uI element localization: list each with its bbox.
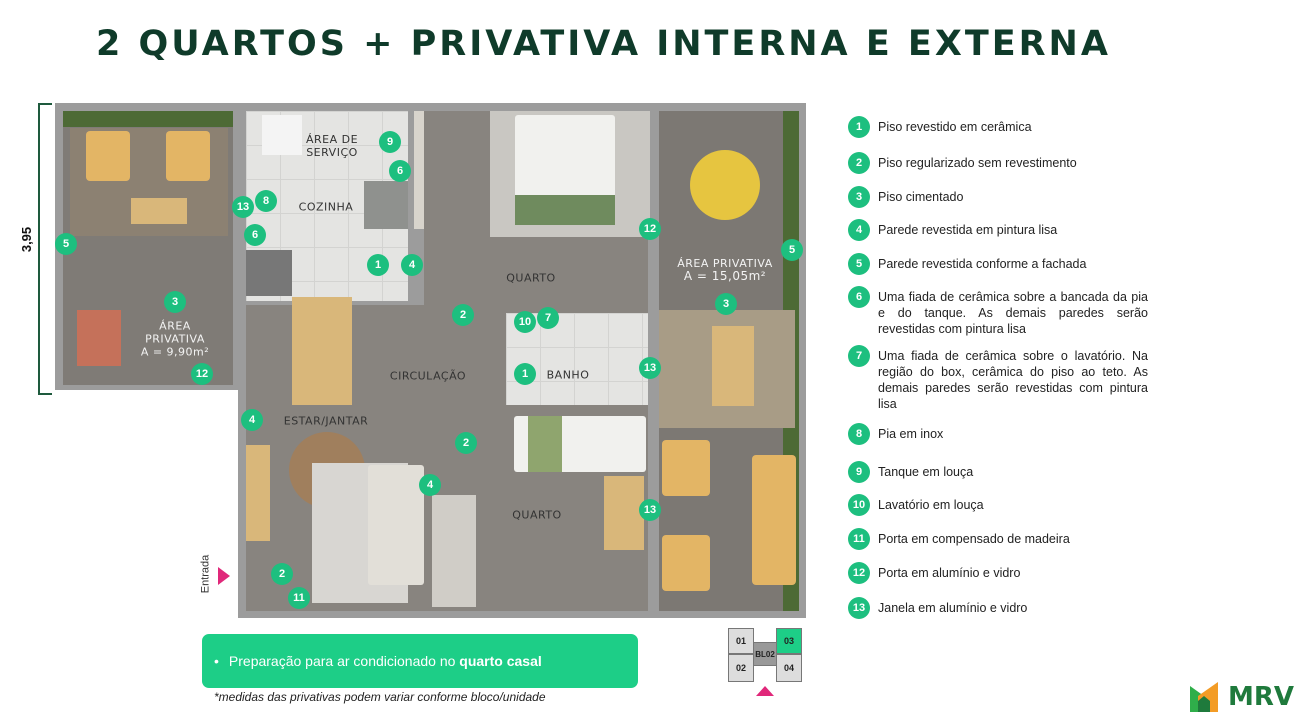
legend-item: 5 Parede revestida conforme a fachada	[848, 253, 1148, 275]
plan-marker-1: 1	[514, 363, 536, 385]
legend-text: Janela em alumínio e vidro	[878, 601, 1028, 615]
room-label-estar-jantar: ESTAR/JANTAR	[283, 414, 369, 428]
legend-number-badge: 2	[848, 152, 870, 174]
legend-number-badge: 8	[848, 423, 870, 445]
legend-text: Piso revestido em cerâmica	[878, 120, 1032, 134]
plan-marker-2: 2	[271, 563, 293, 585]
plan-marker-6: 6	[244, 224, 266, 246]
legend-item: 8 Pia em inox	[848, 423, 1148, 445]
room-label-quarto: QUARTO	[512, 508, 562, 522]
legend-item: 12 Porta em alumínio e vidro	[848, 562, 1148, 584]
room-label-quarto-casal: QUARTO	[506, 271, 556, 285]
bullet: •	[214, 653, 219, 669]
legend-item: 13 Janela em alumínio e vidro	[848, 597, 1148, 619]
room-label-banho: BANHO	[546, 368, 590, 382]
plan-marker-8: 8	[255, 190, 277, 212]
plan-marker-4: 4	[241, 409, 263, 431]
page-title: 2 QUARTOS + PRIVATIVA INTERNA E EXTERNA	[96, 24, 1111, 64]
legend-item: 10 Lavatório em louça	[848, 494, 1148, 516]
legend-text: Parede revestida conforme a fachada	[878, 257, 1087, 271]
plan-marker-6: 6	[389, 160, 411, 182]
legend-number-badge: 4	[848, 219, 870, 241]
legend-number-badge: 5	[848, 253, 870, 275]
plan-marker-3: 3	[164, 291, 186, 313]
plan-marker-9: 9	[379, 131, 401, 153]
dimension-line	[38, 103, 52, 395]
legend-number-badge: 10	[848, 494, 870, 516]
plan-marker-4: 4	[419, 474, 441, 496]
legend-text: Tanque em louça	[878, 465, 974, 479]
note-text: Preparação para ar condicionado no	[228, 653, 460, 669]
unit-01: 01	[728, 628, 754, 654]
legend-number-badge: 12	[848, 562, 870, 584]
plan-marker-13: 13	[639, 499, 661, 521]
room-label-cozinha: COZINHA	[298, 200, 354, 214]
legend-item: 2 Piso regularizado sem revestimento	[848, 152, 1148, 174]
entrance-label: Entrada	[199, 554, 212, 594]
plan-marker-7: 7	[537, 307, 559, 329]
room-label-circulacao: CIRCULAÇÃO	[389, 369, 467, 383]
legend-item: 9 Tanque em louça	[848, 461, 1148, 483]
plan-marker-4: 4	[401, 254, 423, 276]
room-label-area-servico: ÁREA DE SERVIÇO	[305, 133, 359, 159]
plan-marker-13: 13	[232, 196, 254, 218]
legend-number-badge: 1	[848, 116, 870, 138]
footnote: *medidas das privativas podem variar con…	[214, 690, 546, 704]
plan-marker-12: 12	[639, 218, 661, 240]
position-arrow-icon	[756, 686, 774, 696]
unit-04: 04	[776, 654, 802, 682]
legend-text: Uma fiada de cerâmica sobre a bancada da…	[878, 290, 1148, 336]
plan-marker-1: 1	[367, 254, 389, 276]
legend-text: Lavatório em louça	[878, 498, 984, 512]
plan-marker-11: 11	[288, 587, 310, 609]
plan-marker-5: 5	[55, 233, 77, 255]
legend-text: Porta em compensado de madeira	[878, 532, 1070, 546]
legend-text: Parede revestida em pintura lisa	[878, 223, 1058, 237]
mrv-logo: MRV	[1190, 682, 1300, 712]
legend-number-badge: 3	[848, 186, 870, 208]
legend-number-badge: 7	[848, 345, 870, 367]
legend-item: 3 Piso cimentado	[848, 186, 1148, 208]
unit-02: 02	[728, 654, 754, 682]
block-map: 01 02 BL02 03 04	[728, 628, 802, 698]
legend-item: 7 Uma fiada de cerâmica sobre o lavatório…	[848, 345, 1148, 412]
entrance-arrow-icon	[218, 567, 230, 585]
legend-number-badge: 11	[848, 528, 870, 550]
legend-text: Uma fiada de cerâmica sobre o lavatório.…	[878, 349, 1148, 411]
feature-note: • Preparação para ar condicionado no qua…	[202, 634, 638, 688]
legend-item: 6 Uma fiada de cerâmica sobre a bancada d…	[848, 286, 1148, 337]
plan-marker-13: 13	[639, 357, 661, 379]
plan-marker-3: 3	[715, 293, 737, 315]
plan-marker-10: 10	[514, 311, 536, 333]
legend-number-badge: 9	[848, 461, 870, 483]
logo-text: MRV	[1228, 682, 1295, 712]
legend-number-badge: 6	[848, 286, 870, 308]
legend-text: Porta em alumínio e vidro	[878, 566, 1021, 580]
legend-text: Pia em inox	[878, 427, 944, 441]
note-bold-text: quarto casal	[459, 653, 542, 669]
block-label: BL02	[753, 642, 777, 666]
legend-text: Piso regularizado sem revestimento	[878, 156, 1077, 170]
floor-plan	[55, 103, 806, 618]
legend-item: 11 Porta em compensado de madeira	[848, 528, 1148, 550]
plan-marker-2: 2	[452, 304, 474, 326]
legend-item: 1 Piso revestido em cerâmica	[848, 116, 1148, 138]
plan-marker-2: 2	[455, 432, 477, 454]
mrv-logo-icon	[1190, 682, 1218, 712]
unit-03: 03	[776, 628, 802, 654]
plan-marker-5: 5	[781, 239, 803, 261]
legend-number-badge: 13	[848, 597, 870, 619]
legend-item: 4 Parede revestida em pintura lisa	[848, 219, 1148, 241]
plan-marker-12: 12	[191, 363, 213, 385]
legend-text: Piso cimentado	[878, 190, 964, 204]
